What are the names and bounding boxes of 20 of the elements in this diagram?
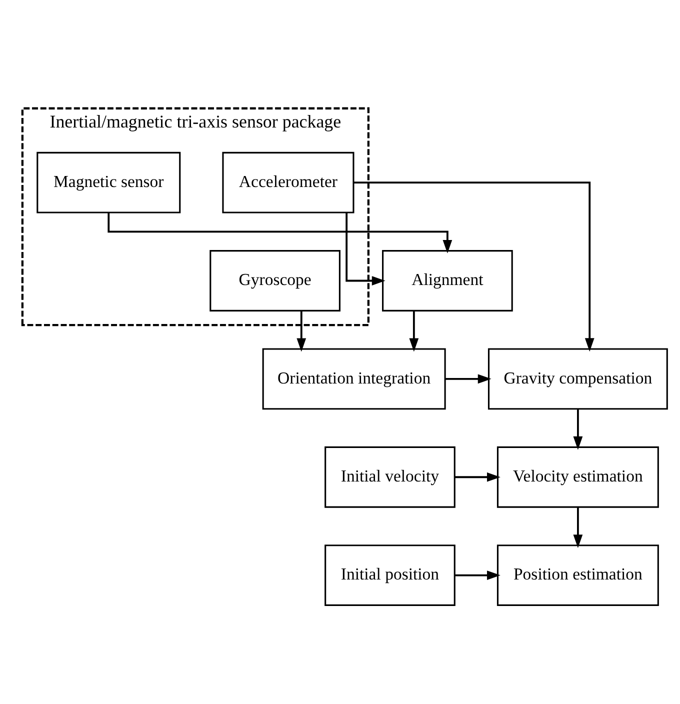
node-box: Velocity estimation bbox=[496, 446, 659, 508]
arrow bbox=[454, 570, 500, 580]
node-box: Gravity compensation bbox=[488, 348, 668, 410]
arrow bbox=[573, 507, 583, 548]
node-box: Orientation integration bbox=[262, 348, 446, 410]
node-box: Magnetic sensor bbox=[36, 152, 181, 214]
arrow bbox=[354, 182, 594, 352]
node-box: Initial position bbox=[324, 544, 456, 606]
node-box: Accelerometer bbox=[222, 152, 354, 214]
node-box: Alignment bbox=[382, 250, 513, 312]
arrow bbox=[573, 408, 583, 450]
arrow bbox=[346, 212, 386, 286]
arrow bbox=[108, 212, 452, 254]
node-box: Position estimation bbox=[496, 544, 659, 606]
arrow bbox=[409, 310, 419, 352]
arrow bbox=[454, 472, 500, 482]
node-box: Initial velocity bbox=[324, 446, 456, 508]
arrow bbox=[296, 310, 306, 352]
node-box: Gyroscope bbox=[210, 250, 340, 312]
arrow bbox=[445, 374, 492, 384]
